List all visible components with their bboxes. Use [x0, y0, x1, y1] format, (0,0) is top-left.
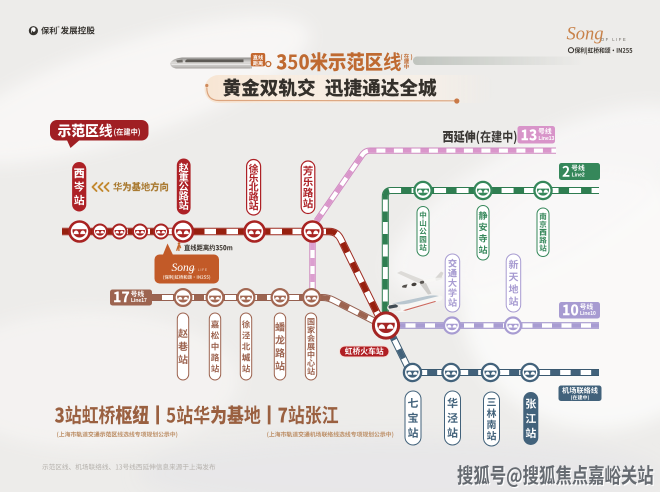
svg-text:Line2: Line2 — [572, 172, 585, 178]
svg-text:OF LIFE: OF LIFE — [601, 37, 627, 42]
svg-text:Line10: Line10 — [580, 311, 596, 317]
svg-text:Song: Song — [172, 262, 195, 274]
svg-text:OF LIFE: OF LIFE — [190, 268, 208, 272]
svg-text:Song: Song — [567, 25, 604, 45]
svg-text:Line17: Line17 — [131, 298, 147, 304]
svg-text:Line13: Line13 — [538, 136, 554, 142]
